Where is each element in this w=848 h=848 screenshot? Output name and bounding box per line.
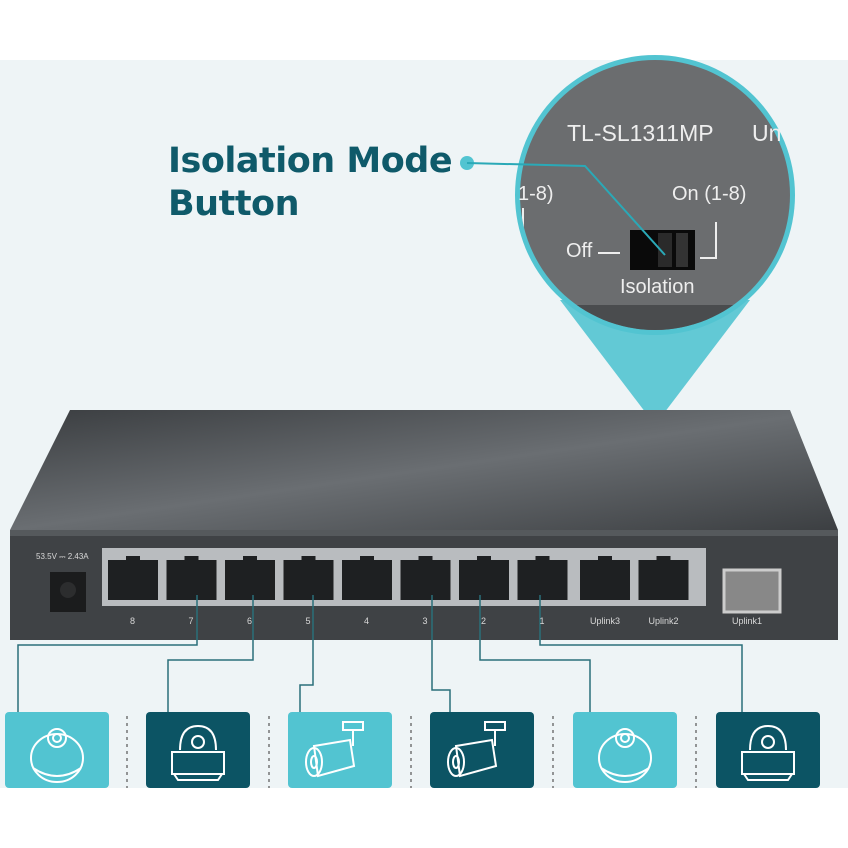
port-label: 1	[539, 616, 545, 626]
headline-line1: Isolation Mode	[168, 141, 453, 181]
headline-line2: Button	[168, 184, 300, 224]
port-label: 8	[130, 616, 136, 626]
isolation-label: Isolation	[620, 276, 695, 298]
sfp-port	[722, 568, 782, 614]
ethernet-port	[580, 560, 630, 600]
port-label: 7	[188, 616, 194, 626]
port-label: 4	[364, 616, 370, 626]
ptz-dome-camera-icon	[741, 724, 795, 781]
off-label: Off	[566, 240, 593, 262]
left-fragment: 1-8)	[518, 183, 554, 205]
camera-tile	[430, 712, 534, 788]
model-suffix: Un	[752, 120, 782, 146]
power-rating: 53.5V ⎓ 2.43A	[36, 552, 89, 561]
bullet-camera-icon	[447, 721, 506, 778]
connection-lines	[17, 595, 743, 712]
camera-tile	[146, 712, 250, 788]
ethernet-port	[638, 560, 689, 600]
ethernet-port	[400, 560, 451, 600]
camera-tile	[573, 712, 677, 788]
ethernet-port	[517, 560, 568, 600]
camera-tile	[5, 712, 109, 788]
ethernet-port	[108, 560, 158, 600]
port-label: 3	[422, 616, 428, 626]
camera-tile	[288, 712, 392, 788]
port-label: 5	[305, 616, 311, 626]
headline: Isolation Mode Button	[168, 140, 453, 226]
callout-leader	[466, 162, 666, 256]
ptz-dome-camera-icon	[171, 724, 225, 781]
dome-camera-icon	[30, 728, 84, 783]
switch-top	[10, 410, 838, 530]
model-name: TL-SL1311MP	[567, 120, 714, 146]
bullet-camera-icon	[305, 721, 364, 778]
ethernet-port	[283, 560, 334, 600]
port-label: 6	[247, 616, 253, 626]
ethernet-port	[459, 560, 509, 600]
ethernet-port	[166, 560, 217, 600]
dome-camera-icon	[598, 728, 652, 783]
callout-pointer	[560, 300, 750, 425]
on-label: On (1-8)	[672, 183, 747, 205]
ethernet-port	[225, 560, 275, 600]
sfp-label: Uplink1	[732, 616, 763, 626]
camera-tile	[716, 712, 820, 788]
port-label: Uplink3	[590, 616, 621, 626]
port-label: Uplink2	[648, 616, 679, 626]
ethernet-port	[342, 560, 392, 600]
port-label: 2	[481, 616, 487, 626]
